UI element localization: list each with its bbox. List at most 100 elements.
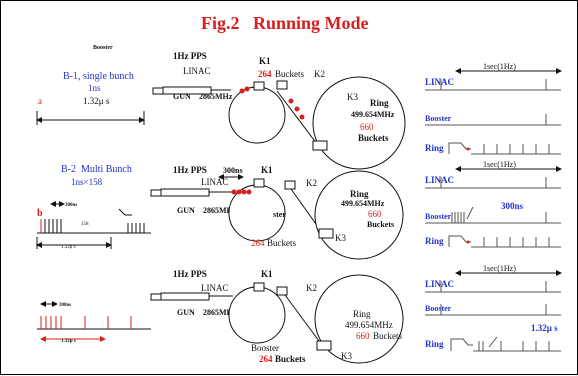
booster-to-ring-line (276, 90, 318, 145)
ring-buckets-word: Buckets (367, 220, 394, 229)
ring-buckets-count: 660 (360, 122, 374, 132)
linac-buckets-count: 264 (259, 354, 273, 364)
booster-to-ring-line (284, 294, 320, 342)
right-booster-label: Booster (425, 304, 452, 313)
bunch-dot (239, 88, 245, 94)
k3-label: K3 (347, 92, 358, 102)
ring-freq-label: 499.654MHz (341, 199, 385, 208)
ring-label: Ring (370, 98, 389, 108)
linac-label: LINAC (201, 283, 229, 293)
booster-tag: Booster (93, 45, 113, 51)
linac-box (160, 292, 210, 301)
linac-buckets-word: Buckets (275, 354, 306, 364)
gun-label: GUN (177, 308, 195, 317)
bunch-dot (299, 114, 305, 120)
freq-label: 2865MHz (203, 206, 237, 215)
time-label: 1.32μ s (61, 339, 76, 344)
right-linac-label: LINAC (425, 77, 454, 87)
right-ring-label: Ring (425, 236, 444, 246)
k1-kicker (253, 178, 265, 188)
k2-label: K2 (314, 69, 325, 79)
booster-label: Booster (251, 343, 279, 353)
train-marker (118, 208, 132, 216)
bunch-dot (244, 86, 250, 92)
k3-label: K3 (335, 233, 346, 243)
k3-kicker (312, 140, 328, 151)
row-multi-bunch: B-2 Multi Bunch 1ns×158 b 300ns 158 1.32… (36, 160, 562, 260)
booster-ring (228, 86, 286, 144)
k3-kicker (316, 340, 332, 351)
bunch-dot (231, 189, 237, 195)
k1-label: K1 (261, 165, 273, 175)
mode-label: B-2 Multi Bunch (61, 164, 132, 175)
ring-fill-curve (450, 338, 473, 351)
marker-a: a (38, 96, 42, 106)
pulse-label: 1ns×158 (71, 177, 103, 187)
gap-label: 300ns (65, 203, 77, 208)
right-linac-label: LINAC (425, 279, 454, 289)
gun-box (150, 189, 162, 197)
freq-label: 2865MHz (203, 308, 237, 317)
bunch-dot (294, 106, 300, 112)
k1-label: K1 (259, 56, 271, 66)
right-linac-label: LINAC (425, 175, 454, 185)
bunch-dot (241, 189, 247, 195)
period-label: 1sec(1Hz) (483, 264, 516, 273)
k2-label: K2 (306, 178, 317, 188)
linac-label: LINAC (183, 66, 211, 76)
gap-label: 300ns (59, 303, 71, 308)
pps-label: 1Hz PPS (173, 269, 207, 279)
gun-box (150, 293, 162, 301)
right-ring-label: Ring (425, 339, 444, 349)
right-booster-label: Booster (425, 212, 452, 221)
k2-kicker (276, 286, 288, 296)
k3-label: K3 (341, 351, 352, 361)
ring-fill-dot (466, 147, 470, 151)
ring-label: Ring (353, 309, 371, 319)
freq-label: 2865MHz (199, 92, 233, 101)
pps-label: 1Hz PPS (173, 165, 207, 175)
k1-kicker (253, 81, 265, 91)
gun-label: GUN (173, 92, 191, 101)
ring-freq-label: 499.654MHz (345, 320, 393, 330)
right-ring-label: Ring (425, 143, 444, 153)
booster-marker (466, 206, 474, 220)
main-ring (312, 76, 406, 170)
count-label: 158 (81, 222, 89, 227)
linac-buckets-count: 264 (258, 69, 272, 79)
ring-freq-label: 499.654MHz (351, 110, 395, 119)
k2-kicker (284, 180, 296, 190)
main-ring (314, 170, 404, 260)
ring-buckets-word: Buckets (373, 331, 402, 341)
bunch-dot (288, 98, 294, 104)
gun-label: GUN (177, 206, 195, 215)
ring-buckets-count: 660 (368, 209, 382, 219)
k2-kicker (276, 80, 288, 90)
ring-buckets-count: 660 (356, 331, 370, 341)
k2-label: K2 (306, 283, 317, 293)
main-ring (314, 274, 404, 364)
linac-label: LINAC (201, 177, 229, 187)
pps-label: 1Hz PPS (173, 51, 207, 61)
figure-title: Fig.2 Running Mode (201, 13, 369, 33)
marker-b: b (37, 208, 43, 219)
ring-buckets-word: Buckets (358, 133, 389, 143)
linac-box (160, 188, 210, 197)
booster-cut-label: ster (273, 210, 286, 219)
time-label: 1.32μ s (61, 245, 76, 250)
right-booster-label: Booster (425, 114, 452, 123)
gun-box (152, 87, 164, 95)
k1-kicker (253, 282, 265, 292)
period-label: 1sec(1Hz) (483, 160, 516, 169)
time-label: 1.32μ s (83, 96, 110, 106)
pulse-label: 1ns (88, 83, 101, 93)
right-time-label: 1.32μ s (531, 323, 558, 333)
row-single-bunch: Booster B-1, single bunch 1ns a 1.32μ s … (36, 45, 562, 170)
ring-marker (488, 336, 498, 348)
k1-label: K1 (261, 269, 273, 279)
ring-fill-dot (466, 240, 470, 244)
bunch-dot (236, 189, 242, 195)
gap-label: 300ns (223, 166, 243, 175)
